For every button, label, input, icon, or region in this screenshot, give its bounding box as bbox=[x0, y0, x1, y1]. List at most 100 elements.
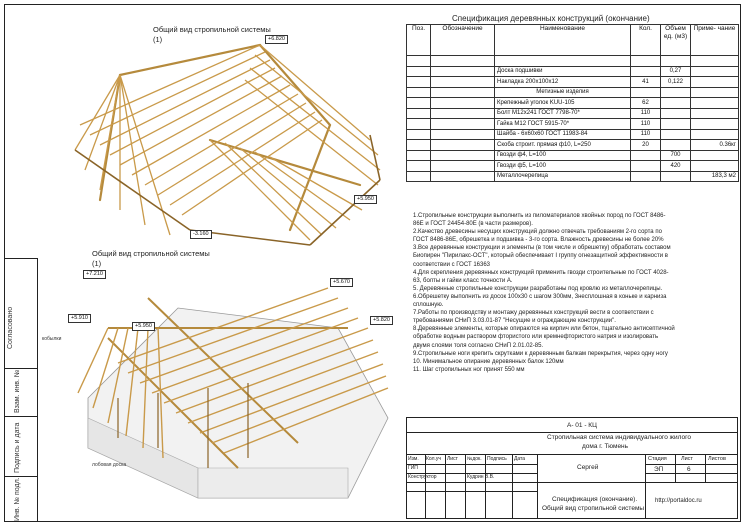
elev-tag-top-2: -3.160 bbox=[190, 230, 212, 239]
bottom-view-sub: (1) bbox=[92, 259, 102, 268]
strip-cell-podp: Подпись и дата bbox=[4, 416, 38, 476]
elev-tag-b-1: +7.210 bbox=[83, 270, 106, 279]
table-cell bbox=[660, 97, 691, 109]
note-line: 4.Для скрепления деревянных конструкций … bbox=[413, 269, 669, 276]
strip-podp-data: Подпись и дата bbox=[14, 422, 21, 473]
table-cell: 62 bbox=[630, 97, 661, 109]
strip-cell-inv-podl: Инв. № подл. bbox=[4, 476, 38, 522]
table-cell bbox=[660, 107, 691, 119]
table-cell bbox=[660, 86, 691, 98]
note-line: двумя слоями толя согласно СНиП 2.01.02-… bbox=[413, 342, 544, 349]
table-cell bbox=[430, 128, 495, 140]
title-block: А- 01 - КЦ Стропильная система индивидуа… bbox=[406, 417, 738, 519]
note-line: 11. Шаг стропильных ног принят 550 мм bbox=[413, 366, 525, 373]
table-cell bbox=[406, 55, 431, 67]
side-strip: Согласовано Взам. инв. № Подпись и дата … bbox=[4, 258, 38, 522]
table-cell bbox=[430, 97, 495, 109]
note-line: 9.Стропильные ноги крепить скрутками к д… bbox=[413, 350, 668, 357]
table-cell bbox=[690, 55, 739, 67]
table-cell bbox=[406, 139, 431, 151]
note-line: 3.Все деревянные конструкции и элементы … bbox=[413, 245, 671, 252]
table-cell: Шайба - 6х60х60 ГОСТ 11983-84 bbox=[494, 128, 631, 140]
table-cell bbox=[406, 128, 431, 140]
table-cell bbox=[630, 149, 661, 161]
general-notes: 1.Стропильные конструкции выполнить из п… bbox=[413, 212, 733, 374]
table-row: Метизные изделия bbox=[406, 86, 739, 98]
table-cell: Накладка 200х100х12 bbox=[494, 76, 631, 88]
table-row: Болт М12х241 ГОСТ 7798-70*110 bbox=[406, 107, 739, 119]
strip-cell-soglasovano: Согласовано bbox=[4, 258, 38, 368]
table-cell: 41 bbox=[630, 76, 661, 88]
table-cell bbox=[690, 65, 739, 77]
note-line: ГОСТ 8486-86Е, обрешетка и подшивка - 3-… bbox=[413, 237, 664, 244]
table-cell bbox=[690, 76, 739, 88]
table-cell: Гвозди ф5, L=100 bbox=[494, 160, 631, 172]
tb-stadia: ЭП bbox=[654, 466, 664, 473]
table-cell: 0,27 bbox=[660, 65, 691, 77]
elev-tag-top-3: +5.950 bbox=[354, 195, 377, 204]
table-cell: 0,122 bbox=[660, 76, 691, 88]
table-cell bbox=[690, 86, 739, 98]
note-line: 86Е и ГОСТ 24454-80Е (в части размеров). bbox=[413, 221, 533, 228]
table-cell bbox=[406, 149, 431, 161]
table-cell bbox=[406, 107, 431, 119]
tb-col-2: Лист bbox=[447, 456, 458, 462]
tb-listov-h: Листов bbox=[708, 456, 726, 462]
table-cell bbox=[690, 149, 739, 161]
table-cell bbox=[630, 86, 661, 98]
top-view-sub: (1) bbox=[153, 35, 163, 44]
tb-col-0: Изм. bbox=[408, 456, 419, 462]
table-cell bbox=[430, 76, 495, 88]
table-cell: 700 bbox=[660, 149, 691, 161]
table-cell: 420 bbox=[660, 160, 691, 172]
tb-col-5: Дата bbox=[514, 456, 526, 462]
note-line: 6.Обрешетку выполнить из досок 100х30 с … bbox=[413, 293, 667, 300]
table-cell bbox=[430, 160, 495, 172]
note-line: требованиями СНиП 3.03.01-87 "Несущие и … bbox=[413, 318, 616, 325]
top-roof-framing-drawing bbox=[74, 43, 381, 246]
table-row bbox=[406, 55, 739, 67]
elev-tag-b-3: +5.910 bbox=[68, 314, 91, 323]
table-cell bbox=[406, 118, 431, 130]
note-line: 5. Деревянные стропильные конструкции ра… bbox=[413, 285, 663, 292]
table-cell bbox=[406, 160, 431, 172]
table-cell bbox=[630, 55, 661, 67]
table-cell bbox=[690, 128, 739, 140]
table-cell bbox=[430, 55, 495, 67]
note-line: Биопирен "Пирилакс-ОСТ", который обеспеч… bbox=[413, 253, 668, 260]
tb-code: А- 01 - КЦ bbox=[567, 422, 597, 429]
table-row: Гвозди ф5, L=100 420 bbox=[406, 160, 739, 172]
table-cell bbox=[660, 139, 691, 151]
note-line: 8.Деревянные элементы, которые опираются… bbox=[413, 326, 675, 333]
table-cell bbox=[430, 170, 495, 182]
elev-tag-b-2: +5.670 bbox=[330, 278, 353, 287]
table-cell bbox=[494, 55, 631, 67]
table-cell: 20 bbox=[630, 139, 661, 151]
table-cell bbox=[630, 170, 661, 182]
table-cell bbox=[406, 65, 431, 77]
table-cell bbox=[660, 170, 691, 182]
tb-list-h: Лист bbox=[681, 456, 693, 462]
elev-tag-b-5: +5.820 bbox=[370, 316, 393, 325]
tb-stadia-h: Стадия bbox=[648, 456, 667, 462]
table-cell bbox=[660, 118, 691, 130]
tb-col-4: Подпись bbox=[487, 456, 507, 462]
strip-inv-podl: Инв. № подл. bbox=[14, 477, 21, 521]
table-cell bbox=[406, 76, 431, 88]
table-cell bbox=[406, 86, 431, 98]
note-line: 2.Качество древесины несущих конструкций… bbox=[413, 229, 662, 236]
note-line: обработке водным раствором фтористого ил… bbox=[413, 334, 659, 341]
table-cell bbox=[690, 160, 739, 172]
table-cell: Металлочерепица bbox=[494, 170, 631, 182]
tb-konstr-name: Кудрин В.В. bbox=[467, 474, 495, 480]
table-cell: Гайка М12 ГОСТ 5915-70* bbox=[494, 118, 631, 130]
tb-sheet-title: Спецификация (окончание). bbox=[552, 496, 638, 503]
